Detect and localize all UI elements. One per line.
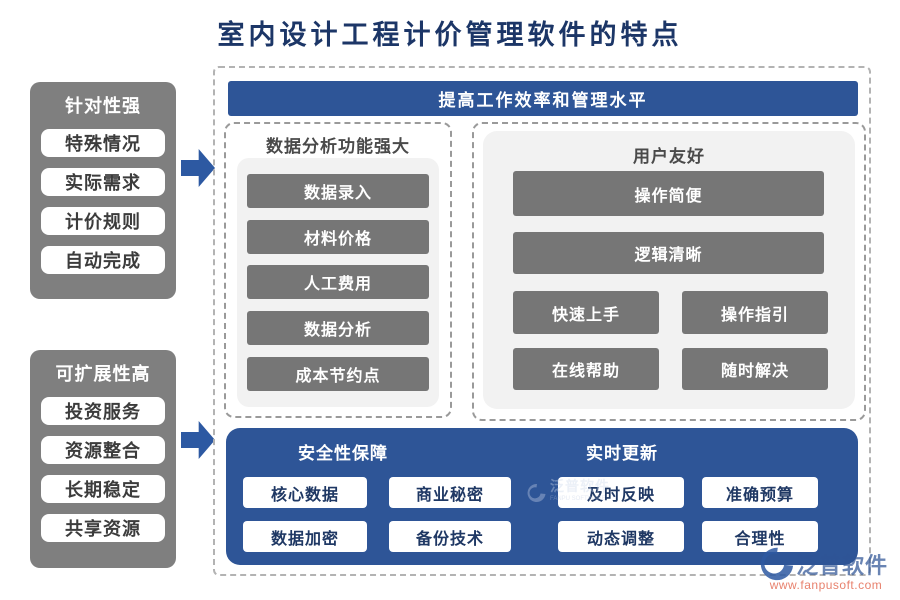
list-item: 特殊情况 [41,129,165,157]
logo-brand-text: 泛普软件 [796,553,889,578]
swoosh-logo-icon [760,547,794,581]
watermark-swoosh-icon [527,483,546,502]
main-dashed-container [213,66,871,576]
feature-item: 准确预算 [702,477,818,508]
feature-item: 随时解决 [682,348,828,390]
watermark-subtext: FANPU SOFTWARE [550,496,606,502]
section-user-friendly: 用户友好 操作简便 逻辑清晰 快速上手 操作指引 在线帮助 随时解决 [472,122,866,421]
list-item: 共享资源 [41,514,165,542]
feature-item: 逻辑清晰 [513,232,824,274]
section-data-analysis: 数据分析功能强大 数据录入 材料价格 人工费用 数据分析 成本节约点 [224,122,452,418]
watermark-text: 泛普软件 FANPU SOFTWARE [550,478,610,506]
top-banner: 提高工作效率和管理水平 [228,81,858,116]
logo-url-text: www.fanpusoft.com [769,578,883,592]
left-panel-scalable: 可扩展性高 投资服务 资源整合 长期稳定 共享资源 [30,350,176,568]
feature-item: 数据录入 [247,173,429,208]
panel-items: 特殊情况 实际需求 计价规则 自动完成 [30,129,176,274]
feature-item: 核心数据 [243,477,367,508]
list-item: 自动完成 [41,246,165,274]
group-title-realtime: 实时更新 [586,444,658,463]
watermark: 泛普软件 FANPU SOFTWARE [526,478,610,506]
feature-item: 在线帮助 [513,348,659,390]
feature-item: 成本节约点 [247,357,429,392]
feature-item: 备份技术 [389,521,511,552]
list-item: 实际需求 [41,168,165,196]
list-item: 计价规则 [41,207,165,235]
group-title-security: 安全性保障 [298,444,388,463]
section-title: 用户友好 [633,147,705,166]
feature-item: 操作简便 [513,171,824,216]
left-panel-targeted: 针对性强 特殊情况 实际需求 计价规则 自动完成 [30,82,176,299]
section-items: 数据录入 材料价格 人工费用 数据分析 成本节约点 [237,158,439,407]
list-item: 投资服务 [41,397,165,425]
feature-item: 快速上手 [513,291,659,334]
panel-items: 投资服务 资源整合 长期稳定 共享资源 [30,397,176,542]
feature-item: 商业秘密 [389,477,511,508]
bottom-panel: 安全性保障 实时更新 核心数据 商业秘密 数据加密 备份技术 及时反映 准确预算… [226,428,858,565]
right-arrow-icon [181,149,215,187]
brand-logo: 泛普软件 www.fanpusoft.com [758,546,894,592]
logo-row: 泛普软件 [758,546,894,582]
feature-item: 合理性 [702,521,818,552]
page-title: 室内设计工程计价管理软件的特点 [217,20,683,50]
section-items: 用户友好 操作简便 逻辑清晰 快速上手 操作指引 在线帮助 随时解决 [483,131,855,409]
section-title: 数据分析功能强大 [266,137,410,156]
list-item: 资源整合 [41,436,165,464]
watermark-brand: 泛普软件 [550,478,610,494]
feature-item: 人工费用 [247,265,429,300]
list-item: 长期稳定 [41,475,165,503]
right-arrow-icon [181,421,215,459]
feature-item: 操作指引 [682,291,828,334]
panel-title: 可扩展性高 [55,364,151,384]
feature-item: 及时反映 [558,477,684,508]
feature-item: 数据分析 [247,311,429,346]
feature-item: 数据加密 [243,521,367,552]
feature-item: 动态调整 [558,521,684,552]
feature-item: 材料价格 [247,219,429,254]
panel-title: 针对性强 [65,96,141,116]
